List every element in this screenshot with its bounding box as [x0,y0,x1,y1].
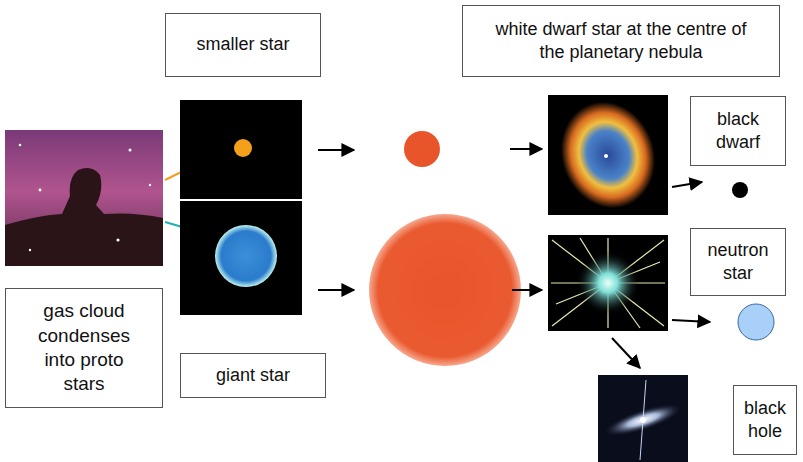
label-box: gas cloud condenses into proto stars [5,288,163,408]
neutron-star-dot [738,304,774,340]
stage-label: black hole [740,397,790,443]
label-box: smaller star [165,13,321,77]
star-dot [39,189,42,192]
supernova-rays [551,238,665,328]
space-square [548,235,668,331]
nebula-picture [5,130,163,266]
stage-label: giant star [216,364,290,387]
star-dot [149,184,151,186]
supernova-core [576,251,640,315]
small-star [234,139,252,157]
arrow [612,338,640,368]
accretion-disc [602,398,684,442]
stage-label: gas cloud condenses into proto stars [28,299,140,396]
star-dot [19,144,22,147]
label-box: white dwarf star at the centre of the pl… [462,5,780,77]
arrow [672,320,710,322]
black-hole-core [640,417,646,423]
star-dot [129,149,132,152]
red-supergiant [369,214,521,366]
white-dwarf-dot [604,154,608,158]
star-dot [116,238,119,241]
space-square [180,100,302,199]
star-dot [29,249,31,251]
planetary-nebula [546,89,669,222]
arrow [318,289,354,291]
horsehead-shape [5,168,163,266]
stage-label: smaller star [196,33,289,56]
arrow [318,149,354,151]
red-giant-small [404,131,440,167]
stage-label: neutron star [699,239,777,285]
arrow [512,289,542,291]
jet [640,380,646,460]
stage-label: black dwarf [699,108,777,154]
nebula-ground [5,130,163,266]
arrow [672,182,702,187]
label-box: neutron star [690,228,786,296]
arrow [510,148,542,150]
label-box: black dwarf [690,96,786,166]
black-dwarf-dot [732,182,748,198]
stage-label: white dwarf star at the centre of the pl… [487,18,755,64]
label-box: black hole [733,385,797,455]
space-square [180,201,302,315]
space-square [598,375,688,462]
label-box: giant star [180,353,326,398]
blue-giant-star [215,225,277,287]
